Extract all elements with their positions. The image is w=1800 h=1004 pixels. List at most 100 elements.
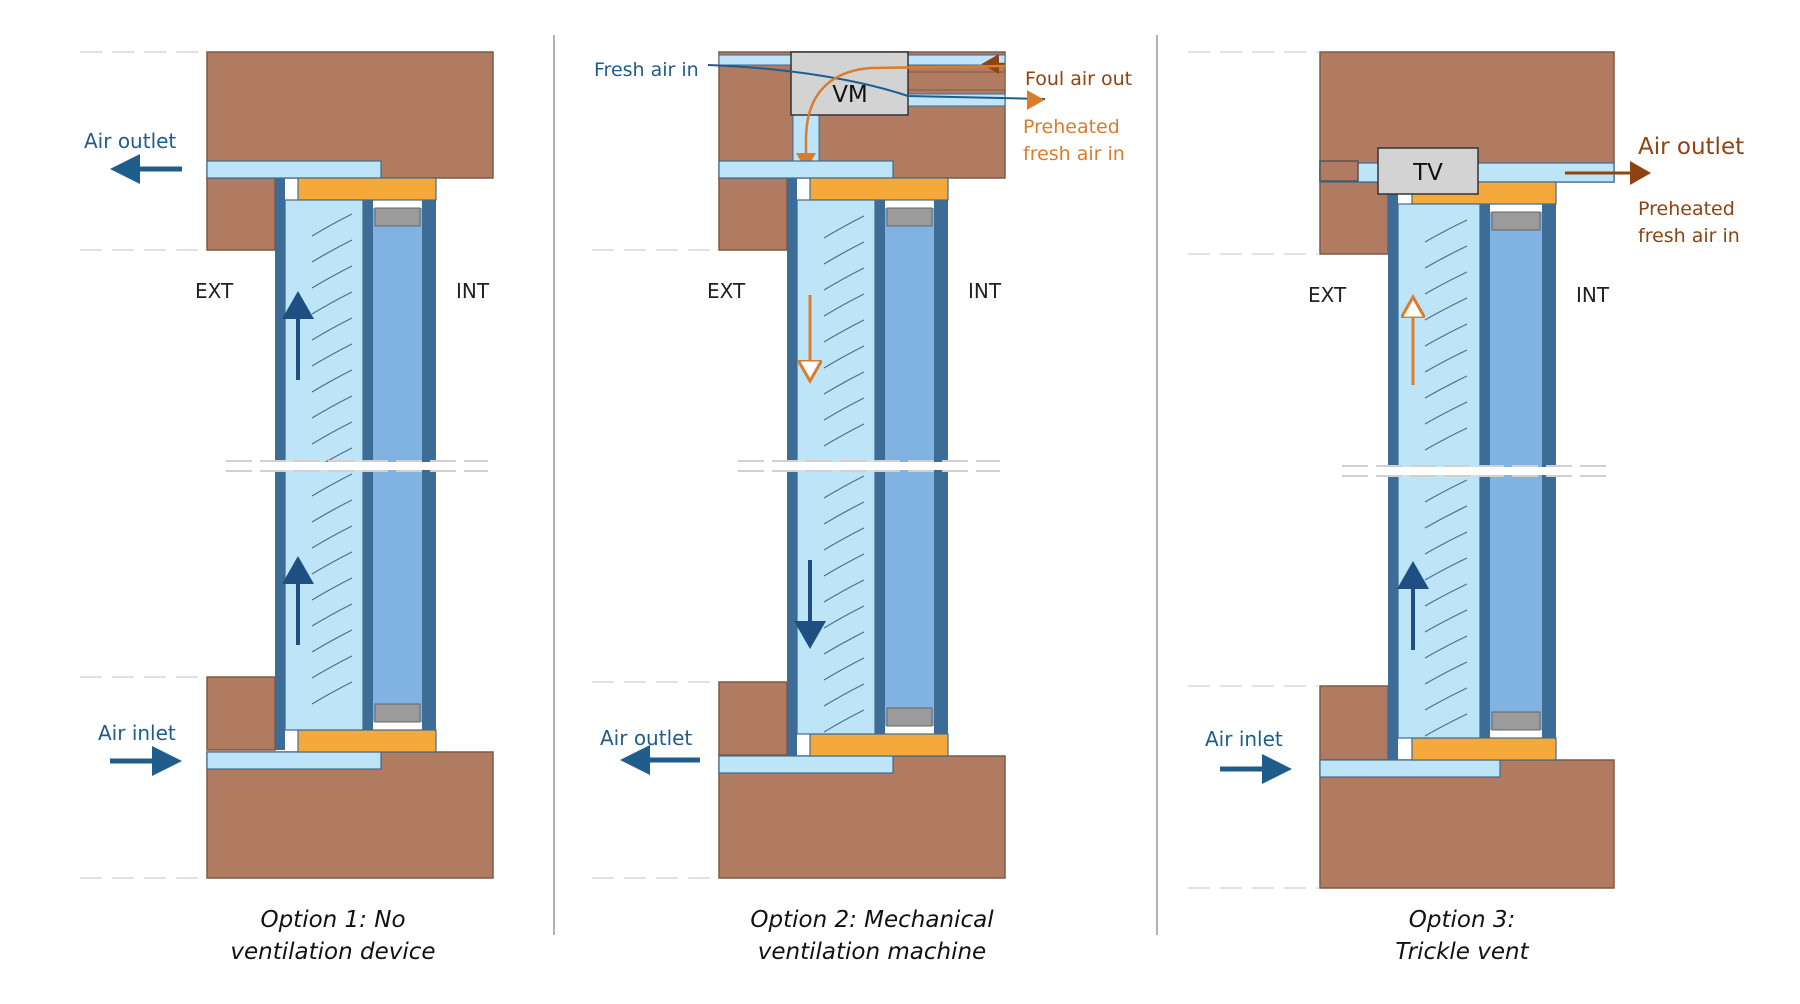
air-channel-bottom [718, 755, 894, 774]
preheated-label-2: fresh air in [1023, 143, 1125, 165]
blind-slat [823, 319, 865, 343]
air-channel-bottom [1319, 759, 1501, 778]
blind-slat [1424, 713, 1468, 737]
tv-device-label: TV [1412, 160, 1443, 186]
blind-slat [823, 579, 865, 603]
blind-slat [1424, 583, 1468, 607]
blind-slat [1424, 323, 1468, 347]
blind-slat [1424, 609, 1468, 633]
int-label: INT [456, 279, 490, 303]
caption-line-2: ventilation machine [758, 939, 986, 965]
blind-slat [1424, 375, 1468, 399]
tv-device [1377, 147, 1479, 195]
blind-slat [1424, 427, 1468, 451]
panel-option-2: VM EXT INT Fresh air in Foul air out Pre… [592, 51, 1132, 965]
preheated-label-1: Preheated [1638, 198, 1735, 220]
caption-line-1: Option 1: No [260, 907, 405, 933]
preheated-label-2: fresh air in [1638, 225, 1740, 247]
brick-sill [206, 751, 494, 879]
seal-top [1491, 211, 1541, 231]
foul-air-out-label: Foul air out [1025, 68, 1132, 90]
blind-slat [1424, 271, 1468, 295]
blind-slat [311, 629, 353, 653]
blind-slat [311, 239, 353, 263]
blind-slat [823, 501, 865, 525]
brick-upper-outer [718, 177, 788, 251]
air-outlet-label: Air outlet [84, 129, 176, 153]
blind-slat [311, 473, 353, 497]
blind-slat [823, 397, 865, 421]
blind-slat [1424, 297, 1468, 321]
section-break-gap [762, 462, 972, 470]
blind-slat [311, 343, 353, 367]
ext-label: EXT [1308, 283, 1347, 307]
blind-slat [823, 683, 865, 707]
blind-slat [823, 345, 865, 369]
blind-slat [311, 577, 353, 601]
venetian-blind-hatch [311, 213, 353, 705]
blind-slat [311, 369, 353, 393]
seal-bottom [374, 703, 421, 723]
blind-slat [311, 603, 353, 627]
blind-slat [823, 631, 865, 655]
spacer-bottom [1411, 737, 1557, 761]
fresh-air-in-flow [707, 64, 1046, 100]
blind-slat [823, 215, 865, 239]
blind-slat [311, 525, 353, 549]
brick-lower-outer [206, 676, 276, 751]
seal-top [374, 207, 421, 227]
air-inlet-label: Air inlet [98, 721, 176, 745]
blind-slat [1424, 635, 1468, 659]
air-channel-bottom [206, 751, 382, 770]
blind-slat [311, 499, 353, 523]
section-break [738, 460, 1000, 472]
blind-slat [1424, 401, 1468, 425]
brick-sill [1319, 759, 1615, 889]
blind-slat [823, 293, 865, 317]
caption-line-2: Trickle vent [1395, 939, 1529, 965]
blind-slat [1424, 505, 1468, 529]
wall-dashed-lines [80, 51, 206, 879]
air-inlet-label: Air inlet [1205, 727, 1283, 751]
wall-dashed-lines [1188, 51, 1318, 889]
vm-device [790, 51, 909, 116]
blind-slat [311, 317, 353, 341]
air-channel-top [718, 160, 894, 179]
blind-slat [823, 709, 865, 733]
blind-slat [311, 655, 353, 679]
spacer-top [809, 177, 949, 201]
blind-slat [311, 681, 353, 705]
blind-slat [823, 241, 865, 265]
brick-sill [718, 755, 1006, 879]
venetian-blind-hatch [1424, 219, 1468, 737]
int-label: INT [968, 279, 1002, 303]
blind-slat [1424, 687, 1468, 711]
ext-label: EXT [707, 279, 746, 303]
vm-device-label: VM [832, 82, 868, 108]
blind-slat [823, 267, 865, 291]
section-break [226, 460, 488, 472]
spacer-bottom [297, 729, 437, 753]
blind-slat [823, 553, 865, 577]
blind-slat [1424, 219, 1468, 243]
blind-slat [311, 551, 353, 575]
air-outlet-label: Air outlet [1638, 134, 1744, 160]
brick-upper-outer [1319, 181, 1389, 255]
blind-slat [823, 371, 865, 395]
blind-slat [1424, 531, 1468, 555]
brick-upper-outer [206, 177, 276, 251]
blind-slat [311, 291, 353, 315]
seal-top [886, 207, 933, 227]
brick-lower-outer [1319, 685, 1389, 761]
seal-bottom [886, 707, 933, 727]
preheated-label-1: Preheated [1023, 116, 1120, 138]
blind-slat [1424, 349, 1468, 373]
venetian-blind-hatch [823, 215, 865, 733]
blind-slat [311, 213, 353, 237]
blind-slat [311, 421, 353, 445]
caption-line-1: Option 2: Mechanical [750, 907, 994, 933]
panel-option-1: EXT INT Air outlet Air inlet Option 1: N… [80, 51, 494, 965]
blind-slat [1424, 661, 1468, 685]
